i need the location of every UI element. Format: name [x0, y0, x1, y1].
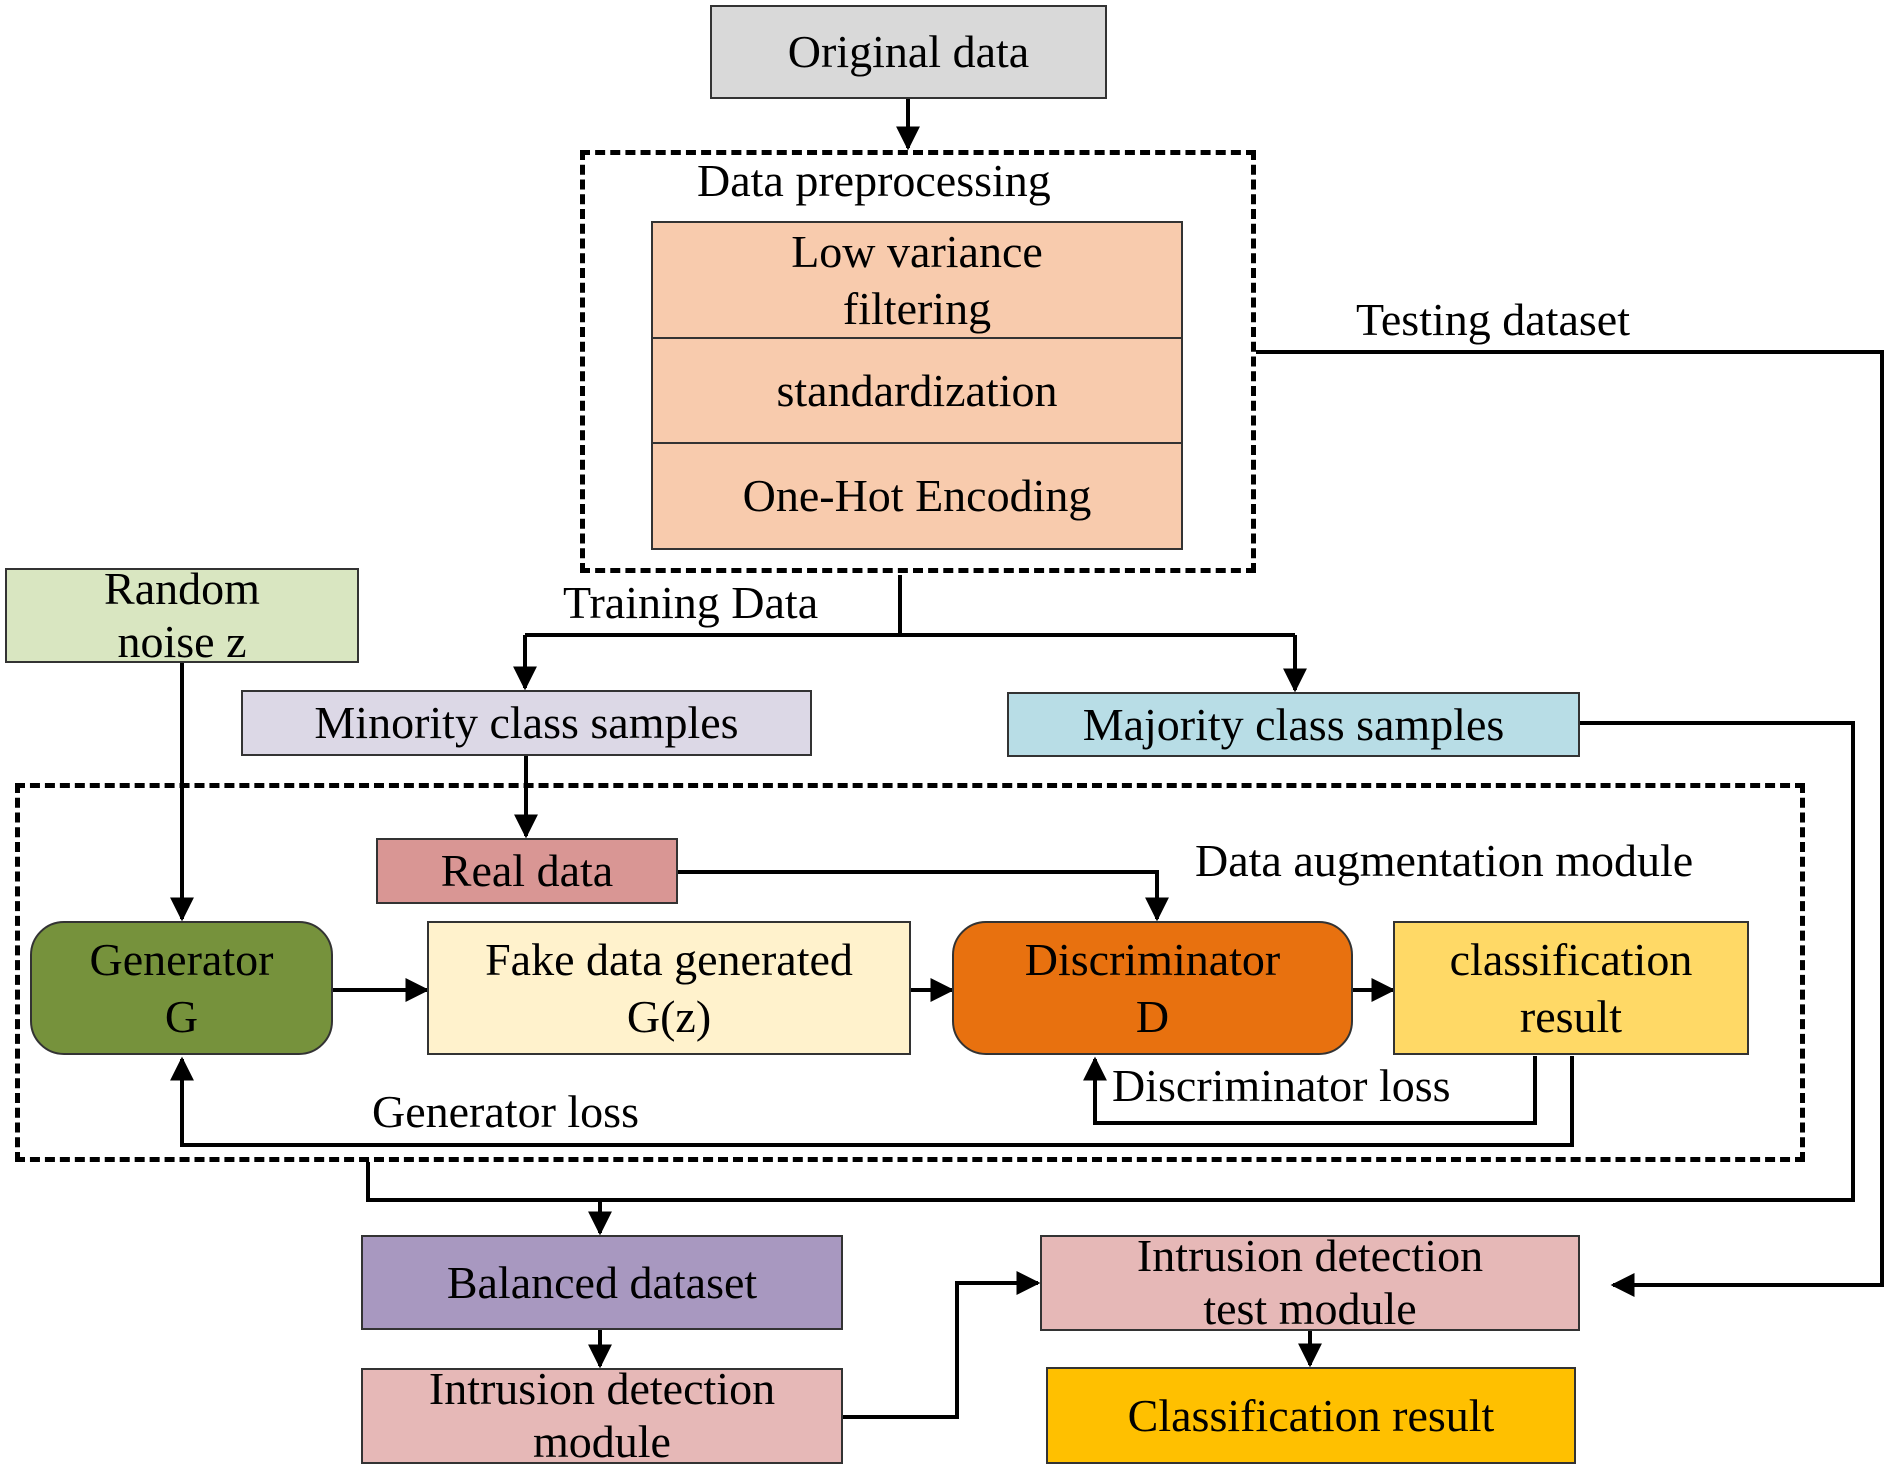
- arrow-generator-loss: [170, 1056, 1574, 1147]
- classification-result-inner-line1: classification: [1449, 933, 1693, 985]
- random-noise-line1: Random: [104, 562, 260, 614]
- majority-samples-box: Majority class samples: [1007, 692, 1580, 757]
- generator-line2: G: [164, 991, 199, 1042]
- classification-result-final-label: Classification result: [1127, 1389, 1495, 1441]
- intrusion-detection-test-box: Intrusion detection test module: [1040, 1230, 1580, 1334]
- intrusion-detection-module-line2: module: [533, 1416, 671, 1467]
- original-data-label: Original data: [787, 26, 1030, 78]
- arrow-ids-to-test: [843, 1271, 1041, 1419]
- arrow-testing-dataset: [1256, 350, 1884, 1297]
- training-data-label: Training Data: [563, 577, 819, 628]
- fake-data-box: Fake data generated G(z): [427, 921, 911, 1055]
- minority-samples-box: Minority class samples: [241, 690, 812, 756]
- fake-data-line2: G(z): [626, 991, 712, 1042]
- line-augmentation-down: [366, 721, 1855, 1202]
- augmentation-title: Data augmentation module: [1195, 835, 1694, 886]
- original-data-box: Original data: [710, 5, 1107, 99]
- fake-data-line1: Fake data generated: [485, 933, 853, 985]
- balanced-dataset-label: Balanced dataset: [446, 1256, 758, 1308]
- low-variance-box: Low variance filtering: [651, 221, 1183, 339]
- low-variance-line2: filtering: [842, 283, 992, 334]
- intrusion-detection-test-line2: test module: [1203, 1283, 1417, 1334]
- real-data-box: Real data: [376, 838, 678, 904]
- arrow-real-to-discriminator: [678, 870, 1169, 922]
- discriminator-loss-label: Discriminator loss: [1112, 1060, 1451, 1111]
- discriminator-line2: D: [1135, 991, 1170, 1042]
- intrusion-detection-test-line1: Intrusion detection: [1136, 1230, 1484, 1282]
- intrusion-detection-module-box: Intrusion detection module: [361, 1363, 843, 1467]
- standardization-label: standardization: [776, 364, 1058, 416]
- real-data-label: Real data: [440, 845, 614, 897]
- low-variance-line1: Low variance: [791, 225, 1043, 277]
- preprocessing-group: [580, 150, 1256, 573]
- minority-samples-label: Minority class samples: [314, 697, 739, 749]
- one-hot-label: One-Hot Encoding: [742, 470, 1092, 522]
- augmentation-group: [15, 783, 1805, 1162]
- balanced-dataset-box: Balanced dataset: [361, 1235, 843, 1330]
- arrow-discriminator-loss: [1083, 1056, 1537, 1125]
- classification-result-final-box: Classification result: [1046, 1367, 1576, 1464]
- classification-result-inner-line2: result: [1519, 991, 1623, 1042]
- discriminator-line1: Discriminator: [1024, 933, 1281, 985]
- random-noise-line2: noise z: [117, 615, 247, 667]
- random-noise-box: Random noise z: [5, 563, 359, 667]
- standardization-box: standardization: [651, 337, 1183, 444]
- testing-dataset-label: Testing dataset: [1356, 294, 1630, 345]
- discriminator-box: Discriminator D: [952, 921, 1353, 1055]
- generator-box: Generator G: [30, 921, 333, 1055]
- preprocessing-title: Data preprocessing: [697, 155, 1051, 206]
- classification-result-inner-box: classification result: [1393, 921, 1749, 1055]
- majority-samples-label: Majority class samples: [1082, 698, 1505, 750]
- one-hot-box: One-Hot Encoding: [651, 442, 1183, 550]
- generator-loss-label: Generator loss: [372, 1086, 639, 1137]
- intrusion-detection-module-line1: Intrusion detection: [428, 1363, 776, 1415]
- generator-line1: Generator: [89, 933, 274, 985]
